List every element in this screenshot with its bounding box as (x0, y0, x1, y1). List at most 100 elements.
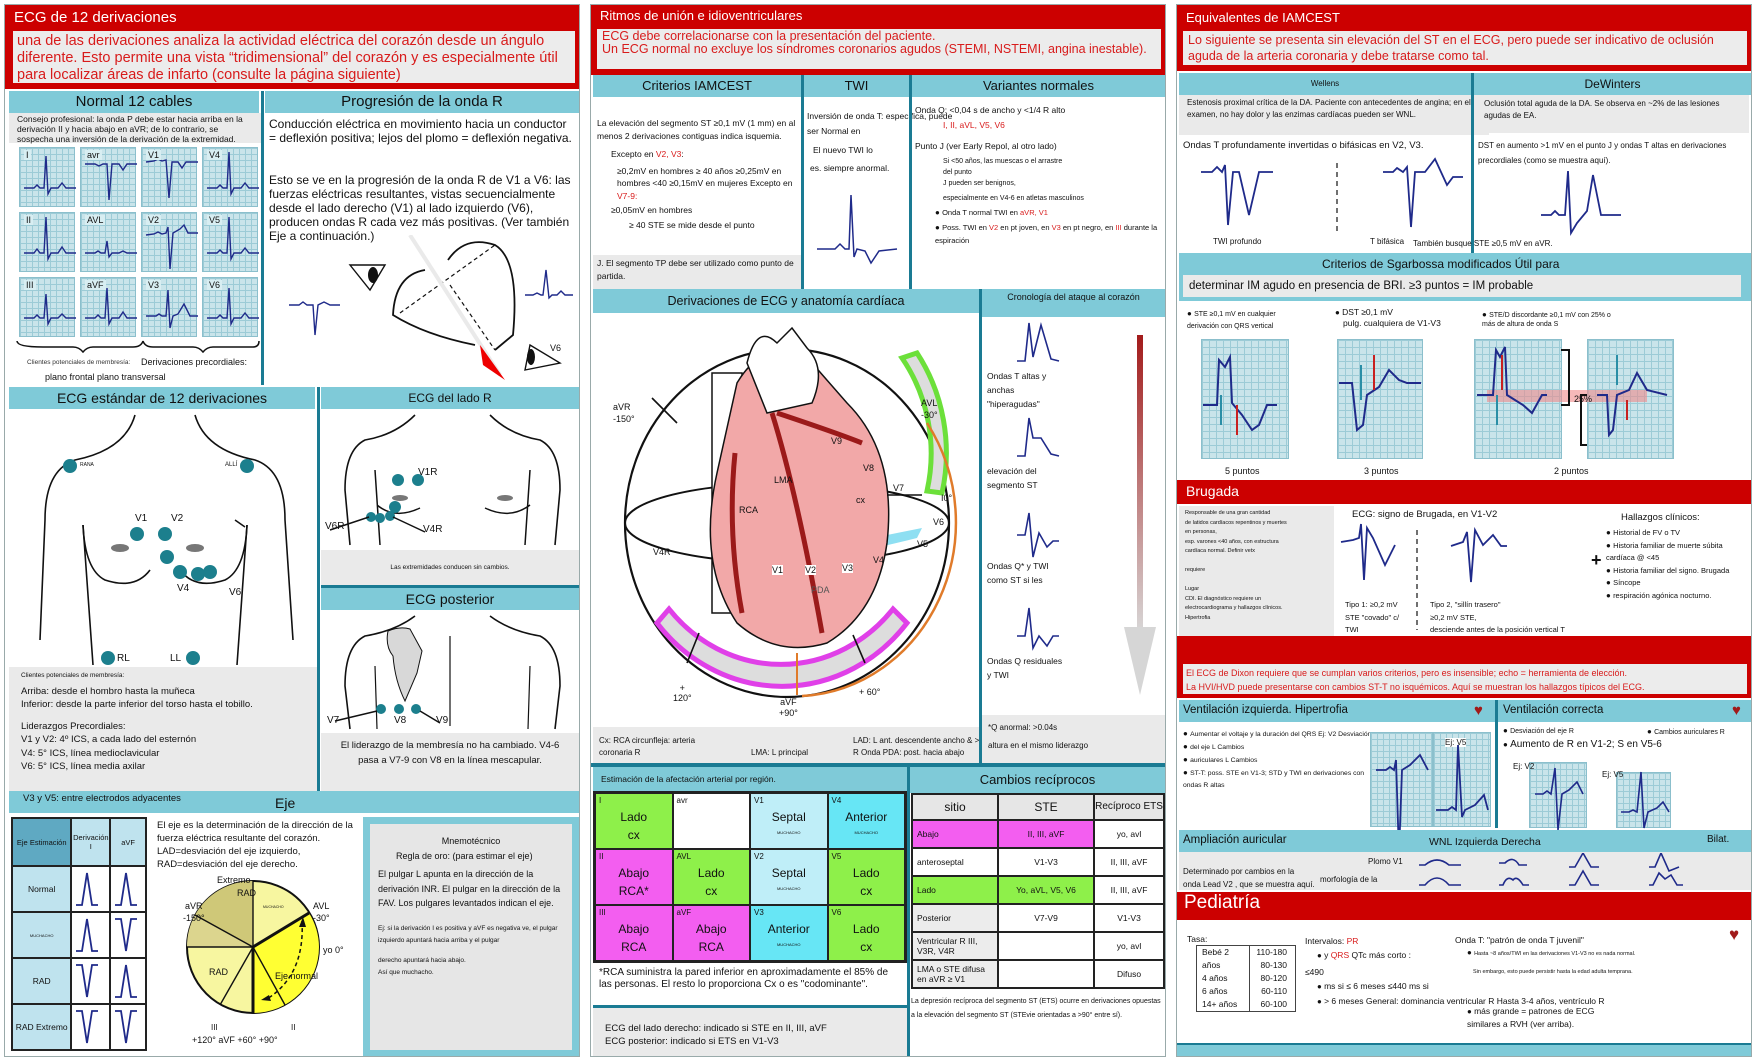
anatomy-label-v1: V1 (772, 565, 784, 575)
lead-v6: V6 (202, 277, 259, 337)
post-note: El liderazgo de la membresía no ha cambi… (321, 733, 579, 791)
label: -30° (921, 410, 938, 420)
region-note: *RCA suministra la pared inferior en apr… (599, 967, 889, 990)
label: -150° (613, 414, 635, 424)
wheel-rad: RAD (209, 967, 229, 977)
region-artery: RCA* (618, 884, 649, 898)
electrode-rl (101, 651, 115, 665)
region-name: Abajo (695, 922, 727, 936)
footer-lma: LMA: L principal (751, 748, 809, 757)
lead-iii: III (19, 277, 76, 337)
panel-rhythms: Ritmos de unión e idioventriculares ECG … (590, 4, 1166, 1057)
footer-lad: LAD: L ant. descendente ancho & >1/4 R O… (853, 736, 991, 757)
anatomy-label-v4r: V4R (653, 547, 671, 557)
divider (801, 75, 804, 289)
wheel-avr-label: aVR (185, 901, 203, 911)
brugada-note-line: en personas, (1185, 529, 1217, 535)
lvh-header-bar (1179, 700, 1495, 722)
precordial-v3v5: V3 y V5: entre electrodos adyacentes (23, 793, 181, 804)
lvh-list: Aumentar el voltaje y la duración del QR… (1183, 728, 1383, 792)
peds-i4: > 6 meses General: dominancia ventricula… (1305, 994, 1604, 1009)
intro-text: Lo siguiente se presenta sin elevación d… (1188, 33, 1714, 63)
region-lead: aVF (676, 908, 692, 917)
lead-label: II (24, 215, 34, 225)
sgarbossa-traces (1203, 346, 1668, 446)
iamcest-p2: ≥0,2mV en hombres ≥ 40 años ≥0,25mV en h… (597, 165, 797, 203)
reciprocal-ets: Difuso (1093, 959, 1165, 989)
atrial-header-bar (1179, 830, 1751, 852)
reciprocal-site: Abajo (911, 819, 999, 849)
brugada-finding: Síncope (1606, 577, 1751, 590)
peds-header-bar (1177, 892, 1751, 920)
axis-row: MUCHACHO (10, 911, 147, 959)
electrode-la-label: ALLÍ (225, 462, 238, 468)
axis-col-avf: aVF (109, 817, 147, 867)
brugada-type2: Tipo 2, "sillín trasero" ≥0,2 mV STE, de… (1430, 599, 1565, 637)
region-lead: V4 (831, 796, 842, 805)
variant-q: Onda Q: <0,04 s de ancho y <1/4 R alto (915, 105, 1066, 115)
reciprocal-ste: Yo, aVL, V5, V6 (997, 875, 1095, 905)
region-foot1: ECG del lado derecho: indicado si STE en… (605, 1023, 827, 1034)
text: desciende antes de la posición vertical … (1430, 625, 1565, 634)
brugada-note-line (1185, 576, 1328, 586)
reciprocal-ste: V7-V9 (997, 903, 1095, 933)
wellens-desc: Estenosis proximal crítica de la DA. Pac… (1179, 95, 1489, 135)
anatomy-label-v6: V6 (933, 517, 945, 527)
wheel-yo: yo 0° (323, 945, 344, 955)
limb-lower: Inferior: desde la parte inferior del to… (21, 699, 253, 710)
mnemonic-ex2: izquierdo apuntará hacia arriba y el pul… (378, 936, 500, 944)
region-lead: V5 (831, 852, 842, 861)
hypertrophy-intro: El ECG de Dixon requiere que se cumplan … (1181, 662, 1749, 696)
lead-ref: V3 (1051, 223, 1061, 232)
wellens-header: Wellens (1179, 73, 1471, 95)
brugada-note-line (1185, 557, 1328, 567)
reciprocal-col-ste: STE (997, 793, 1095, 821)
electrode-ra-label: RANA (80, 462, 94, 468)
text: durante la espiración (935, 223, 1158, 245)
eje-desc: El eje es la determinación de la direcci… (157, 820, 353, 870)
std12-header: ECG estándar de 12 derivaciones (9, 387, 315, 409)
peds-i2: ≤490 (1305, 967, 1324, 977)
brugada-note-line: esp. varones <40 años, con estructura (1185, 538, 1279, 545)
lvh-item: auriculares L Cambios (1183, 754, 1383, 767)
electrode-la (240, 459, 254, 473)
wheel-ii: II (291, 1023, 296, 1032)
peds-tasa: Tasa: (1187, 934, 1208, 944)
chrono-stage: elevación del segmento ST (983, 416, 1123, 492)
post-header: ECG posterior (321, 588, 579, 610)
lead-ref: V2, V3 (655, 149, 682, 159)
divider (1495, 700, 1498, 828)
brugada-finding: Historia familiar de muerte súbita cardí… (1606, 540, 1751, 565)
variant-t1: Onda T normal TWI en aVR, V1 (915, 207, 1163, 218)
anatomy-header: Derivaciones de ECG y anatomía cardíaca (593, 289, 979, 313)
anatomy-footer: Cx: RCA circunfleja: arteria coronaria R… (593, 727, 990, 763)
reciprocal-header: Cambios recíprocos (910, 767, 1165, 793)
anatomy-label-120: + 120° (673, 683, 692, 703)
sgarbossa-ecg-2 (1337, 339, 1423, 459)
lead-ii: II (19, 212, 76, 272)
atrial-header: Ampliación auricular (1183, 834, 1287, 846)
mnemonic-box: Mnemotécnico Regla de oro: (para estimar… (363, 817, 579, 1056)
peds-age: años (1196, 959, 1251, 972)
region-name: Septal (771, 866, 806, 880)
divider (909, 75, 912, 289)
reciprocal-note: La depresión recíproca del segmento ST (… (911, 998, 1161, 1019)
lvh-header: Ventilación izquierda. Hipertrofia (1183, 704, 1348, 716)
text: Tipo 2, "sillín trasero" (1430, 600, 1501, 609)
wellens-sub: Ondas T profundamente invertidas o bifás… (1183, 140, 1424, 151)
peds-i5: más grande = patrones de ECG similares a… (1467, 1005, 1617, 1030)
text: pulg. cualquiera de V1-V3 (1343, 318, 1441, 328)
reciprocal-ste (997, 959, 1095, 989)
rside-note: Las extremidades conducen sin cambios. (321, 550, 579, 585)
axis-avf (109, 1003, 147, 1051)
normal12-header: Normal 12 cables (9, 91, 259, 113)
divider (1177, 1043, 1751, 1045)
region-name: Lado (620, 810, 648, 824)
wheel-avl-label: AVL (313, 901, 330, 911)
reciprocal-ste (997, 931, 1095, 961)
